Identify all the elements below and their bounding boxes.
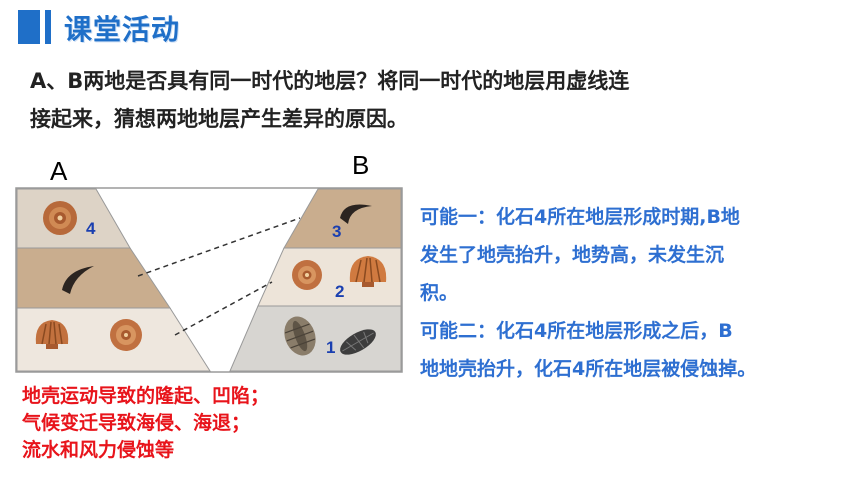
header-accent-block	[18, 10, 40, 44]
site-a-label: A	[50, 156, 68, 186]
cause-line-3: 流水和风力侵蚀等	[22, 439, 175, 461]
correlation-line-3	[137, 217, 301, 277]
cause-line-1: 地壳运动导致的隆起、凹陷；	[22, 385, 270, 407]
possibility-line-5: 地地壳抬升，化石4所在地层被侵蚀掉。	[420, 358, 757, 380]
layer-number-4: 4	[86, 219, 96, 238]
layer-number-2: 2	[335, 282, 344, 301]
question-line-1: A、B两地是否具有同一时代的地层？将同一时代的地层用虚线连	[30, 69, 630, 93]
question-text: A、B两地是否具有同一时代的地层？将同一时代的地层用虚线连 接起来，猜想两地地层…	[30, 62, 830, 138]
possibility-line-1: 可能一：化石4所在地层形成时期,B地	[420, 206, 740, 228]
cause-line-2: 气候变迁导致海侵、海退；	[22, 412, 251, 434]
layer-number-1: 1	[326, 338, 335, 357]
causes-text: 地壳运动导致的隆起、凹陷； 气候变迁导致海侵、海退； 流水和风力侵蚀等	[22, 383, 269, 464]
ammonite-fossil-icon	[110, 319, 142, 351]
horn-fossil-icon	[62, 266, 94, 294]
trilobite-fossil-icon	[284, 316, 316, 356]
possibility-line-2: 发生了地壳抬升，地势高，未发生沉	[420, 244, 725, 266]
shell-fossil-icon	[35, 320, 69, 349]
possibilities-text: 可能一：化石4所在地层形成时期,B地 发生了地壳抬升，地势高，未发生沉 积。 可…	[420, 198, 850, 388]
ammonite-fossil-icon	[292, 260, 322, 290]
possibility-line-3: 积。	[420, 282, 459, 304]
site-b-label: B	[352, 150, 370, 180]
possibility-line-4: 可能二：化石4所在地层形成之后，B	[420, 320, 733, 342]
page-title: 课堂活动	[64, 13, 181, 46]
question-line-2: 接起来，猜想两地地层产生差异的原因。	[30, 107, 408, 131]
layer-number-3: 3	[332, 222, 341, 241]
leaf-fossil-icon	[340, 329, 376, 355]
ammonite-fossil-icon	[43, 201, 77, 235]
shell-fossil-icon	[349, 256, 387, 287]
header-accent-stripe	[45, 10, 51, 44]
horn-fossil-icon	[340, 204, 372, 224]
correlation-line-2	[174, 281, 273, 336]
